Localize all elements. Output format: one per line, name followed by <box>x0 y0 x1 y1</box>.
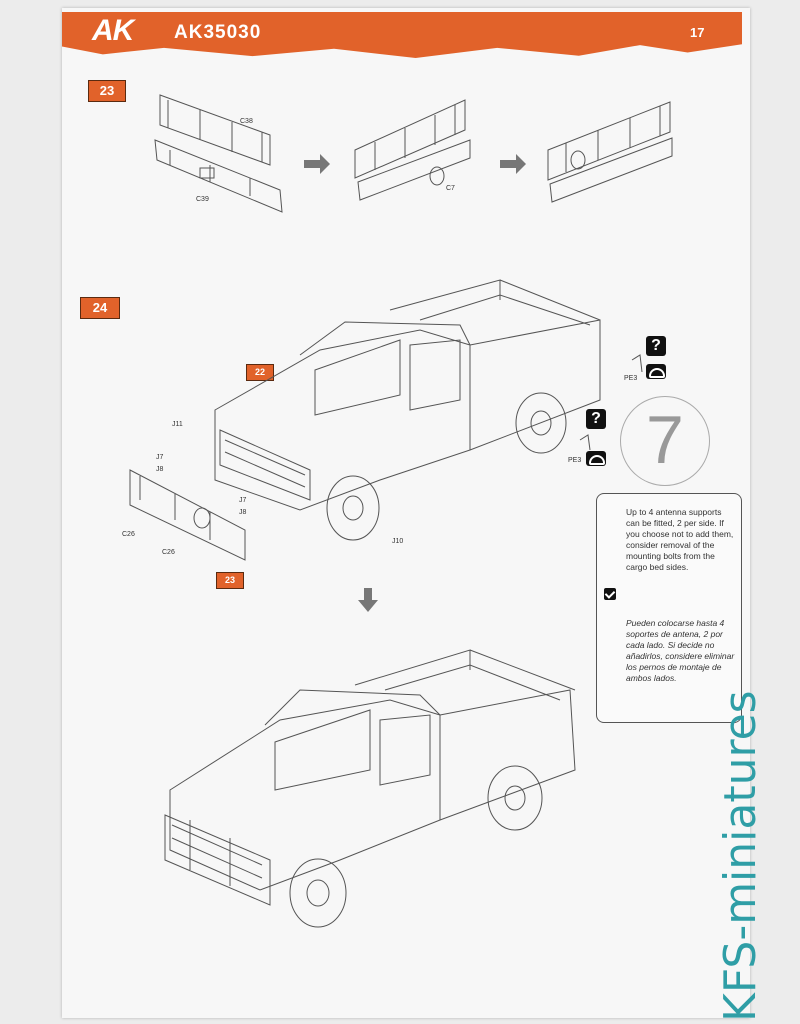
part-label-j7: J7 <box>156 454 164 461</box>
part-label-pe3: PE3 <box>624 375 638 382</box>
part-label-c26: C26 <box>162 549 175 556</box>
part-label-j7: J7 <box>239 497 247 504</box>
part-label-c26: C26 <box>122 531 135 538</box>
antenna-support-detail: 7 <box>646 402 684 478</box>
detail-zoom-circle: 7 <box>620 396 710 486</box>
watermark-text: KFS-miniatures <box>715 690 766 1022</box>
note-text-es: Pueden colocarse hasta 4 soportes de ant… <box>626 618 735 683</box>
product-code: AK35030 <box>174 22 262 43</box>
page-number: 17 <box>690 25 705 40</box>
brand-logo: AK <box>92 14 134 47</box>
part-label-c38: C38 <box>240 118 253 125</box>
arrow-right-icon <box>500 154 526 174</box>
part-label-j8: J8 <box>156 466 164 473</box>
note-text-en: Up to 4 antenna supports can be fitted, … <box>626 507 734 572</box>
watermark: KFS-miniatures <box>715 672 785 1024</box>
photo-etch-icon <box>586 451 606 466</box>
photo-etch-icon <box>646 364 666 379</box>
antenna-support-parts <box>579 354 643 451</box>
bumper-guard-drawing-2 <box>354 99 471 201</box>
check-icon <box>604 588 616 600</box>
question-icon: ? <box>586 409 606 429</box>
bumper-guard-drawing-3 <box>547 101 673 203</box>
arrow-down-icon <box>358 588 378 612</box>
question-icon: ? <box>646 336 666 356</box>
bumper-guard-drawing-1 <box>154 94 283 213</box>
step-23-badge: 23 <box>88 80 126 102</box>
part-label-pe3: PE3 <box>568 457 582 464</box>
arrow-right-icon <box>304 154 330 174</box>
truck-drawing-exploded <box>129 279 601 561</box>
part-label-j10: J10 <box>392 538 404 545</box>
part-label-c39: C39 <box>196 196 209 203</box>
step-ref-23: 23 <box>216 572 244 589</box>
step-24-badge: 24 <box>80 297 120 319</box>
part-label-j11: J11 <box>172 421 183 428</box>
note-box <box>596 493 742 723</box>
truck-drawing-assembled <box>164 649 576 928</box>
part-label-c7: C7 <box>446 185 455 192</box>
part-label-j8: J8 <box>239 509 247 516</box>
step-ref-22: 22 <box>246 364 274 381</box>
